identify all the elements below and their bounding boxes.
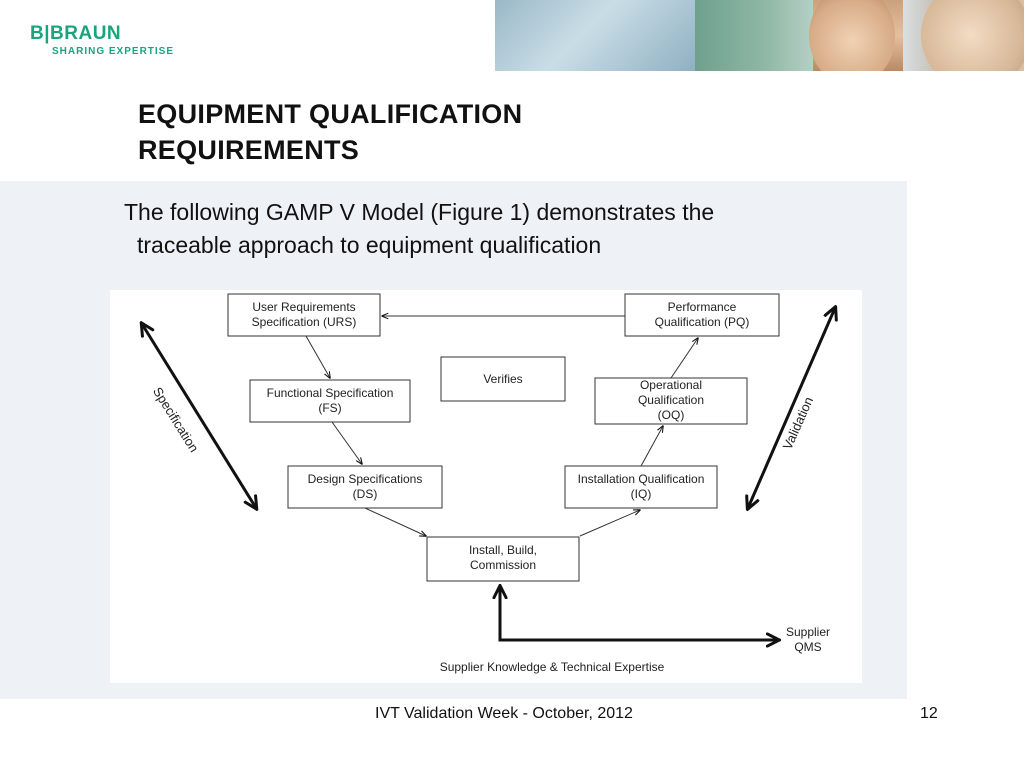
body-line-2: traceable approach to equipment qualific… — [137, 232, 602, 258]
fs-label-2: (FS) — [318, 401, 341, 415]
urs-label-1: User Requirements — [252, 300, 355, 314]
slide-title: EQUIPMENT QUALIFICATION REQUIREMENTS — [138, 96, 522, 168]
pq-label-2: Qualification (PQ) — [655, 315, 750, 329]
ds-box: Design Specifications (DS) — [287, 465, 443, 509]
urs-label-2: Specification (URS) — [252, 315, 357, 329]
pq-box: Performance Qualification (PQ) — [624, 293, 780, 337]
iq-label-1: Installation Qualification — [578, 472, 705, 486]
photo-panel-face-2 — [903, 0, 1024, 71]
ds-label-2: (DS) — [353, 487, 378, 501]
arrow-oq-to-pq — [670, 338, 698, 379]
supplier-knowledge-label: Supplier Knowledge & Technical Expertise — [440, 660, 665, 674]
supplier-qms-label-2: QMS — [794, 640, 821, 654]
install-build-commission-box: Install, Build, Commission — [426, 536, 580, 582]
arrow-urs-to-fs — [305, 335, 330, 378]
validation-double-arrow — [748, 308, 835, 508]
logo-wordmark: B|BRAUN — [30, 23, 122, 44]
iq-box: Installation Qualification (IQ) — [564, 465, 718, 509]
ibc-label-2: Commission — [470, 558, 536, 572]
fs-label-1: Functional Specification — [267, 386, 394, 400]
gamp-v-diagram: User Requirements Specification (URS) Pe… — [110, 293, 862, 674]
verifies-box: Verifies — [440, 356, 566, 402]
oq-label-2: Qualification — [638, 393, 704, 407]
arrow-ds-to-ibc — [364, 507, 426, 536]
fs-box: Functional Specification (FS) — [249, 379, 411, 423]
page-number: 12 — [920, 705, 938, 722]
ibc-label-1: Install, Build, — [469, 543, 537, 557]
urs-box: User Requirements Specification (URS) — [227, 293, 381, 337]
verifies-label: Verifies — [483, 372, 522, 386]
arrow-iq-to-oq — [640, 426, 663, 467]
iq-label-2: (IQ) — [631, 487, 652, 501]
photo-panel-face-1 — [809, 0, 903, 71]
photo-panel-green — [695, 0, 813, 71]
arrow-ibc-to-iq — [579, 510, 640, 537]
braun-logo: B|BRAUN SHARING EXPERTISE — [30, 23, 175, 58]
photo-panel-water — [495, 0, 695, 71]
footer-text: IVT Validation Week - October, 2012 — [375, 705, 633, 722]
supplier-qms-connector — [500, 587, 778, 640]
header-photo-strip — [495, 0, 1024, 71]
title-line-1: EQUIPMENT QUALIFICATION — [138, 99, 523, 129]
logo-tagline: SHARING EXPERTISE — [52, 46, 175, 57]
supplier-qms-label-1: Supplier — [786, 625, 830, 639]
arrow-fs-to-ds — [331, 421, 362, 464]
body-line-1: The following GAMP V Model (Figure 1) de… — [124, 199, 715, 225]
specification-double-arrow — [142, 324, 256, 508]
oq-label-3: (OQ) — [658, 408, 685, 422]
gamp-v-model-figure: User Requirements Specification (URS) Pe… — [110, 290, 862, 683]
specification-label: Specification — [150, 384, 202, 454]
title-line-2: REQUIREMENTS — [138, 135, 360, 165]
ds-label-1: Design Specifications — [308, 472, 423, 486]
body-text: The following GAMP V Model (Figure 1) de… — [124, 196, 884, 262]
pq-label-1: Performance — [668, 300, 737, 314]
oq-label-1: Operational — [640, 378, 702, 392]
oq-box: Operational Qualification (OQ) — [594, 377, 748, 425]
